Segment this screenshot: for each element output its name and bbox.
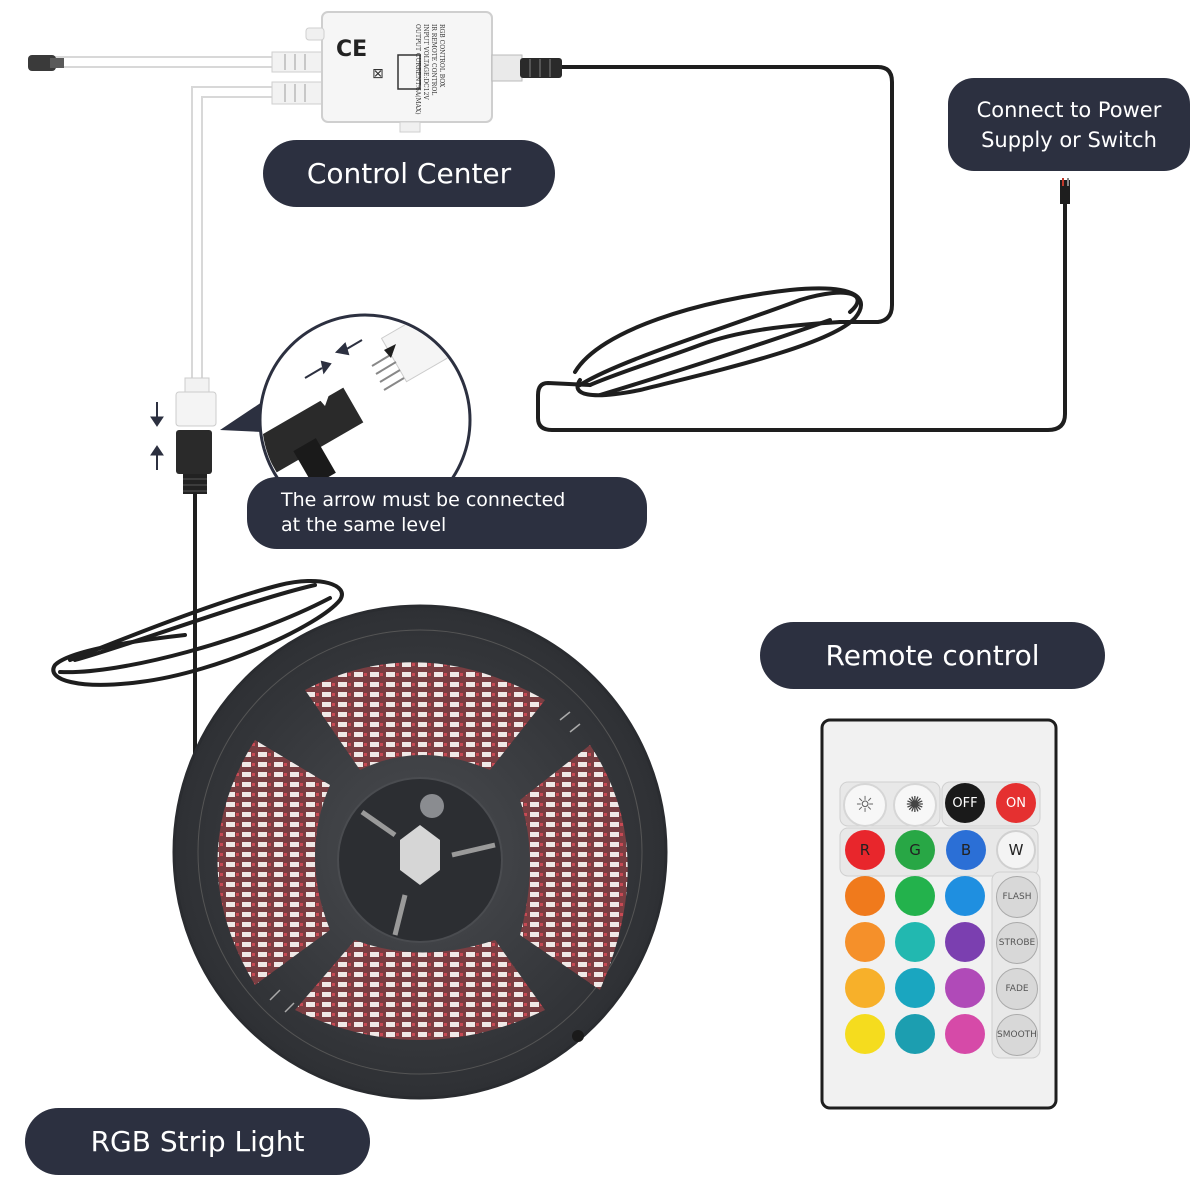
remote-button-smooth[interactable]: SMOOTH bbox=[996, 1014, 1038, 1056]
remote-color-button[interactable] bbox=[945, 968, 985, 1008]
led-strip-reel bbox=[172, 604, 668, 1100]
arrow-note-text-line2: at the same level bbox=[281, 514, 447, 536]
controller-print-line: INPUT VOLTAGE:DC12V bbox=[422, 24, 429, 100]
bare-wire-tip bbox=[1060, 178, 1070, 204]
strip-cable bbox=[51, 492, 344, 772]
remote-button-brightness-down[interactable]: ☼ bbox=[843, 783, 887, 827]
remote-color-button[interactable] bbox=[895, 876, 935, 916]
remote-color-button[interactable] bbox=[945, 876, 985, 916]
dc-plug-left bbox=[28, 55, 64, 71]
white-input-wire bbox=[44, 56, 291, 391]
remote-button-blue[interactable]: B bbox=[946, 830, 986, 870]
rgb-strip-label: RGB Strip Light bbox=[25, 1108, 370, 1175]
remote-button-red[interactable]: R bbox=[845, 830, 885, 870]
arrow-note-text-line1: The arrow must be connected bbox=[281, 489, 566, 511]
sun-bright-icon: ✺ bbox=[905, 792, 925, 818]
remote-button-strobe[interactable]: STROBE bbox=[996, 922, 1038, 964]
remote-control-text: Remote control bbox=[825, 639, 1040, 672]
control-center-label: Control Center bbox=[263, 140, 555, 207]
remote-color-button[interactable] bbox=[895, 922, 935, 962]
rgb-strip-text: RGB Strip Light bbox=[90, 1125, 305, 1158]
arrow-note-label: The arrow must be connected at the same … bbox=[247, 477, 647, 549]
weee-icon: ⊠ bbox=[372, 66, 384, 82]
control-center-text: Control Center bbox=[306, 157, 512, 190]
align-arrows-icon bbox=[150, 402, 164, 470]
remote-color-button[interactable] bbox=[845, 876, 885, 916]
remote-button-off[interactable]: OFF bbox=[945, 783, 985, 823]
remote-button-brightness-up[interactable]: ✺ bbox=[893, 783, 937, 827]
remote-control-label: Remote control bbox=[760, 622, 1105, 689]
power-supply-label: Connect to Power Supply or Switch bbox=[948, 78, 1190, 171]
remote-color-button[interactable] bbox=[895, 1014, 935, 1054]
remote-color-button[interactable] bbox=[945, 922, 985, 962]
led-window-left bbox=[217, 740, 330, 985]
power-cable bbox=[536, 65, 1067, 432]
remote-color-button[interactable] bbox=[845, 1014, 885, 1054]
remote-color-button[interactable] bbox=[945, 1014, 985, 1054]
power-supply-text-line2: Supply or Switch bbox=[981, 127, 1157, 152]
remote-color-button[interactable] bbox=[845, 922, 885, 962]
remote-color-button[interactable] bbox=[845, 968, 885, 1008]
led-window-right bbox=[520, 745, 628, 990]
remote-button-fade[interactable]: FADE bbox=[996, 968, 1038, 1010]
remote-button-on[interactable]: ON bbox=[996, 783, 1036, 823]
remote-button-flash[interactable]: FLASH bbox=[996, 876, 1038, 918]
controller-print-line: OUTPUT CURRENT:6A(MAX) bbox=[414, 24, 421, 115]
controller-print-line: IR REMOTE CONTROL bbox=[430, 24, 437, 95]
sun-icon: ☼ bbox=[855, 792, 875, 818]
led-window-top bbox=[305, 662, 545, 770]
pin-connector bbox=[175, 377, 217, 494]
controller-print-line: RGB CONTROL BOX bbox=[438, 24, 445, 88]
controller-box: CE ⊠ RGB CONTROL BOX IR REMOTE CONTROL I… bbox=[271, 11, 562, 133]
ce-mark: CE bbox=[336, 37, 367, 62]
remote-button-green[interactable]: G bbox=[895, 830, 935, 870]
power-supply-text-line1: Connect to Power bbox=[976, 97, 1162, 122]
remote-button-white[interactable]: W bbox=[996, 830, 1036, 870]
led-window-bottom bbox=[295, 940, 545, 1040]
remote-color-button[interactable] bbox=[895, 968, 935, 1008]
